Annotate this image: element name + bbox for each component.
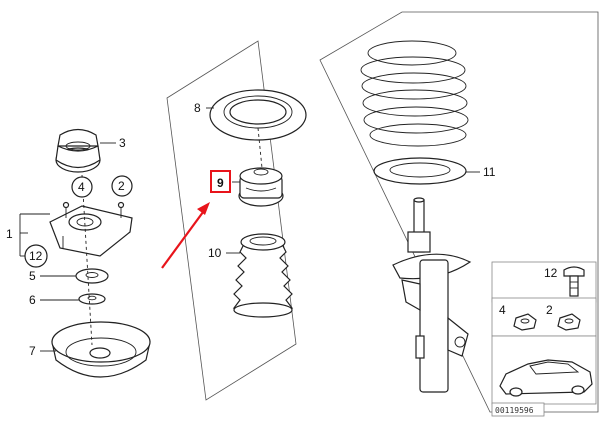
callout-10: 10 [208,246,222,260]
callout-6: 6 [29,293,36,307]
inset-label-2: 2 [546,303,553,317]
part-7-spring-seat[interactable] [51,321,151,378]
callout-11: 11 [483,165,496,179]
part-1-strut-mount[interactable] [49,201,133,257]
part-11-spring-seat-ring[interactable] [373,157,467,185]
part-strut[interactable] [392,197,472,393]
callout-3: 3 [119,136,126,150]
inset-nut-4 [513,313,537,331]
part-5-washer[interactable] [75,268,109,284]
inset-label-4: 4 [499,303,506,317]
part-9-bump-stop[interactable] [238,167,284,207]
part-coil-spring[interactable] [360,40,469,147]
callout-12: 12 [29,249,43,263]
callout-12-circle [24,244,48,268]
reference-number: 00119596 [495,406,534,415]
inset-label-12: 12 [544,266,558,280]
callout-2-circle [111,175,133,197]
callout-7: 7 [29,344,36,358]
callout-5: 5 [29,269,36,283]
inset-bolt-12 [563,266,585,297]
part-3-cap[interactable] [55,128,101,173]
part-10-dust-boot[interactable] [232,233,294,318]
callout-4-circle [71,176,93,198]
callout-8: 8 [194,101,201,115]
car-silhouette-icon [499,359,593,397]
callout-9-highlight-box [210,170,231,193]
inset-panel: 12 4 2 00119596 [491,261,597,417]
frame-bump-stop-group [166,40,297,401]
callout-1: 1 [6,227,13,241]
part-6-small-washer[interactable] [78,293,106,305]
inset-nut-2 [557,313,581,331]
part-8-spring-pad[interactable] [209,89,307,141]
callout-4: 4 [78,180,85,194]
callout-9: 9 [217,176,224,190]
pointer-arrow-icon [161,202,210,269]
callout-2: 2 [118,179,125,193]
